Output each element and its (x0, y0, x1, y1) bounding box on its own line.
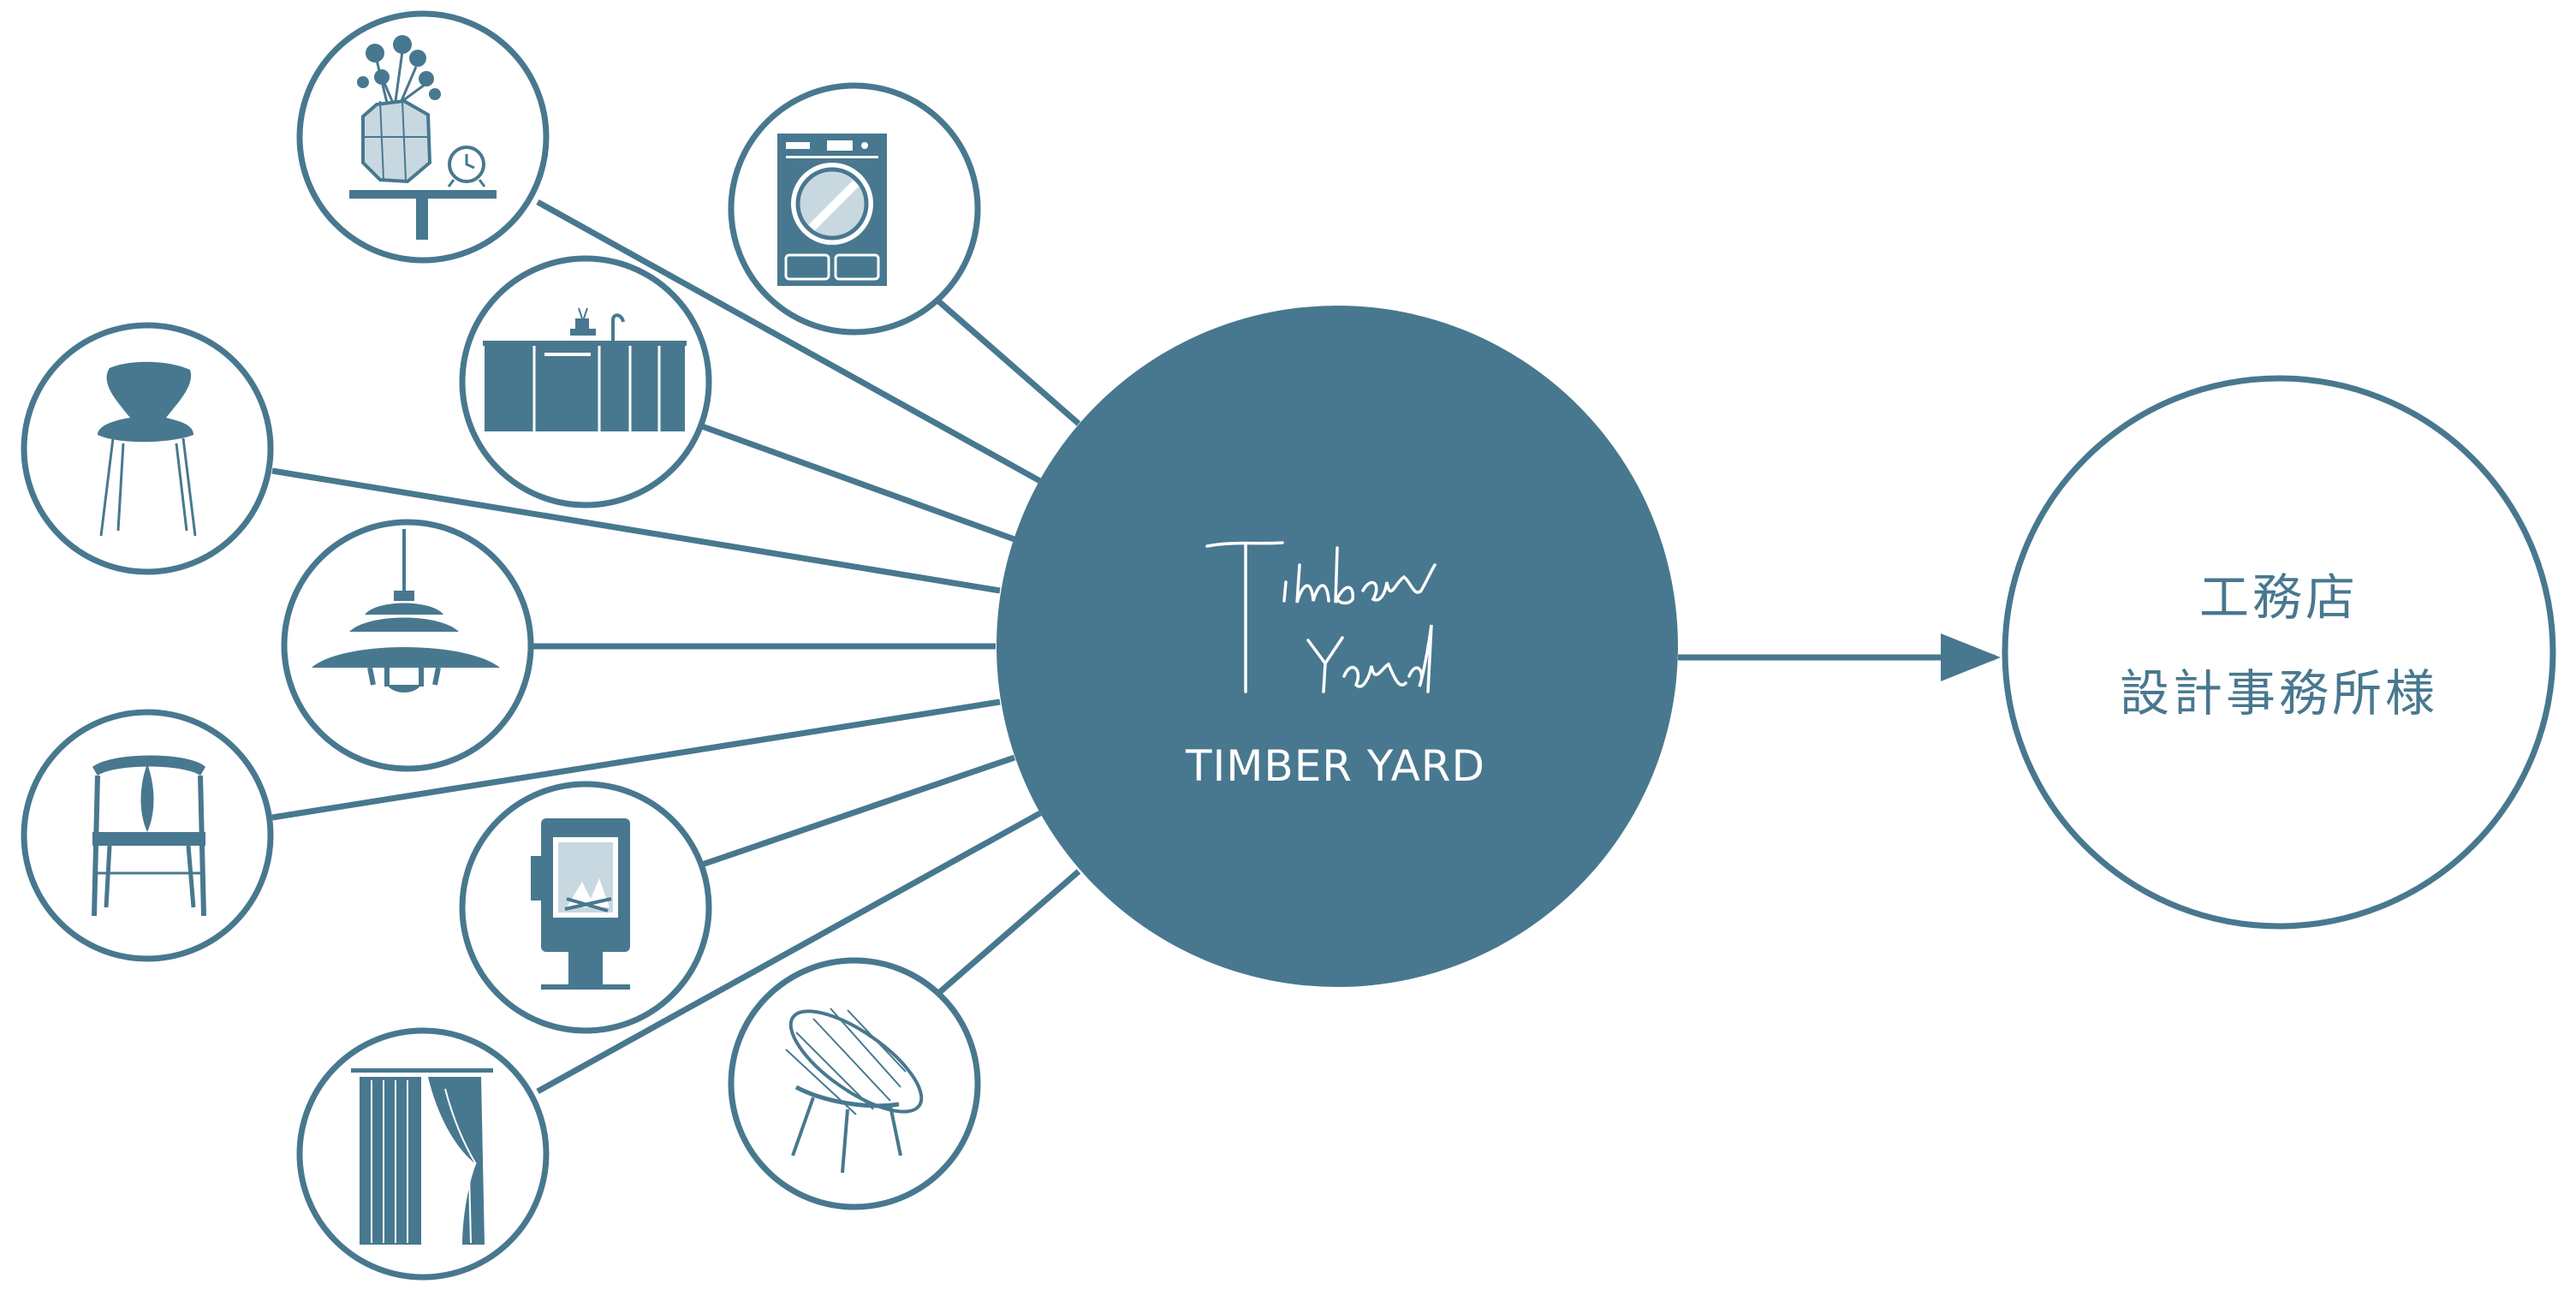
flower-vase-clock-icon (349, 35, 497, 240)
item-node-wishbone-chair (21, 709, 274, 962)
timber-yard-logo (1205, 541, 1437, 693)
target-label-line1: 工務店 (2199, 568, 2359, 627)
chair-icon (98, 361, 197, 537)
wire-lounge-chair-icon (785, 1008, 924, 1174)
connector-line (271, 699, 1001, 821)
connector-line (700, 754, 1016, 868)
wood-stove-icon (531, 818, 630, 990)
wishbone-chair-icon (92, 755, 206, 917)
connector-line (700, 423, 1016, 543)
connector-line (271, 467, 1001, 594)
target-label-line2: 設計事務所様 (2120, 664, 2438, 722)
connector-line (926, 290, 1081, 426)
connector-line (926, 869, 1081, 1004)
connector-line (536, 810, 1042, 1095)
item-node-kitchen (459, 255, 712, 508)
hub-label: TIMBER YARD (1185, 741, 1485, 791)
washing-machine-icon (777, 134, 887, 286)
connector-lines (271, 199, 1081, 1095)
item-node-curtain (296, 1027, 550, 1281)
item-node-pendant-lamp (281, 519, 534, 772)
kitchen-icon (483, 307, 687, 431)
connector-line (536, 199, 1042, 484)
item-node-lounge-chair (728, 957, 981, 1210)
curtain-icon (351, 1068, 493, 1245)
hub-node: TIMBER YARD (996, 306, 1678, 987)
target-node: 工務店 設計事務所様 (2002, 375, 2556, 930)
item-node-chair (21, 322, 274, 575)
item-node-flower-vase-clock (296, 10, 550, 264)
item-node-wood-stove (459, 781, 712, 1034)
pendant-lamp-icon (312, 529, 500, 693)
item-node-washing-machine (728, 82, 981, 336)
